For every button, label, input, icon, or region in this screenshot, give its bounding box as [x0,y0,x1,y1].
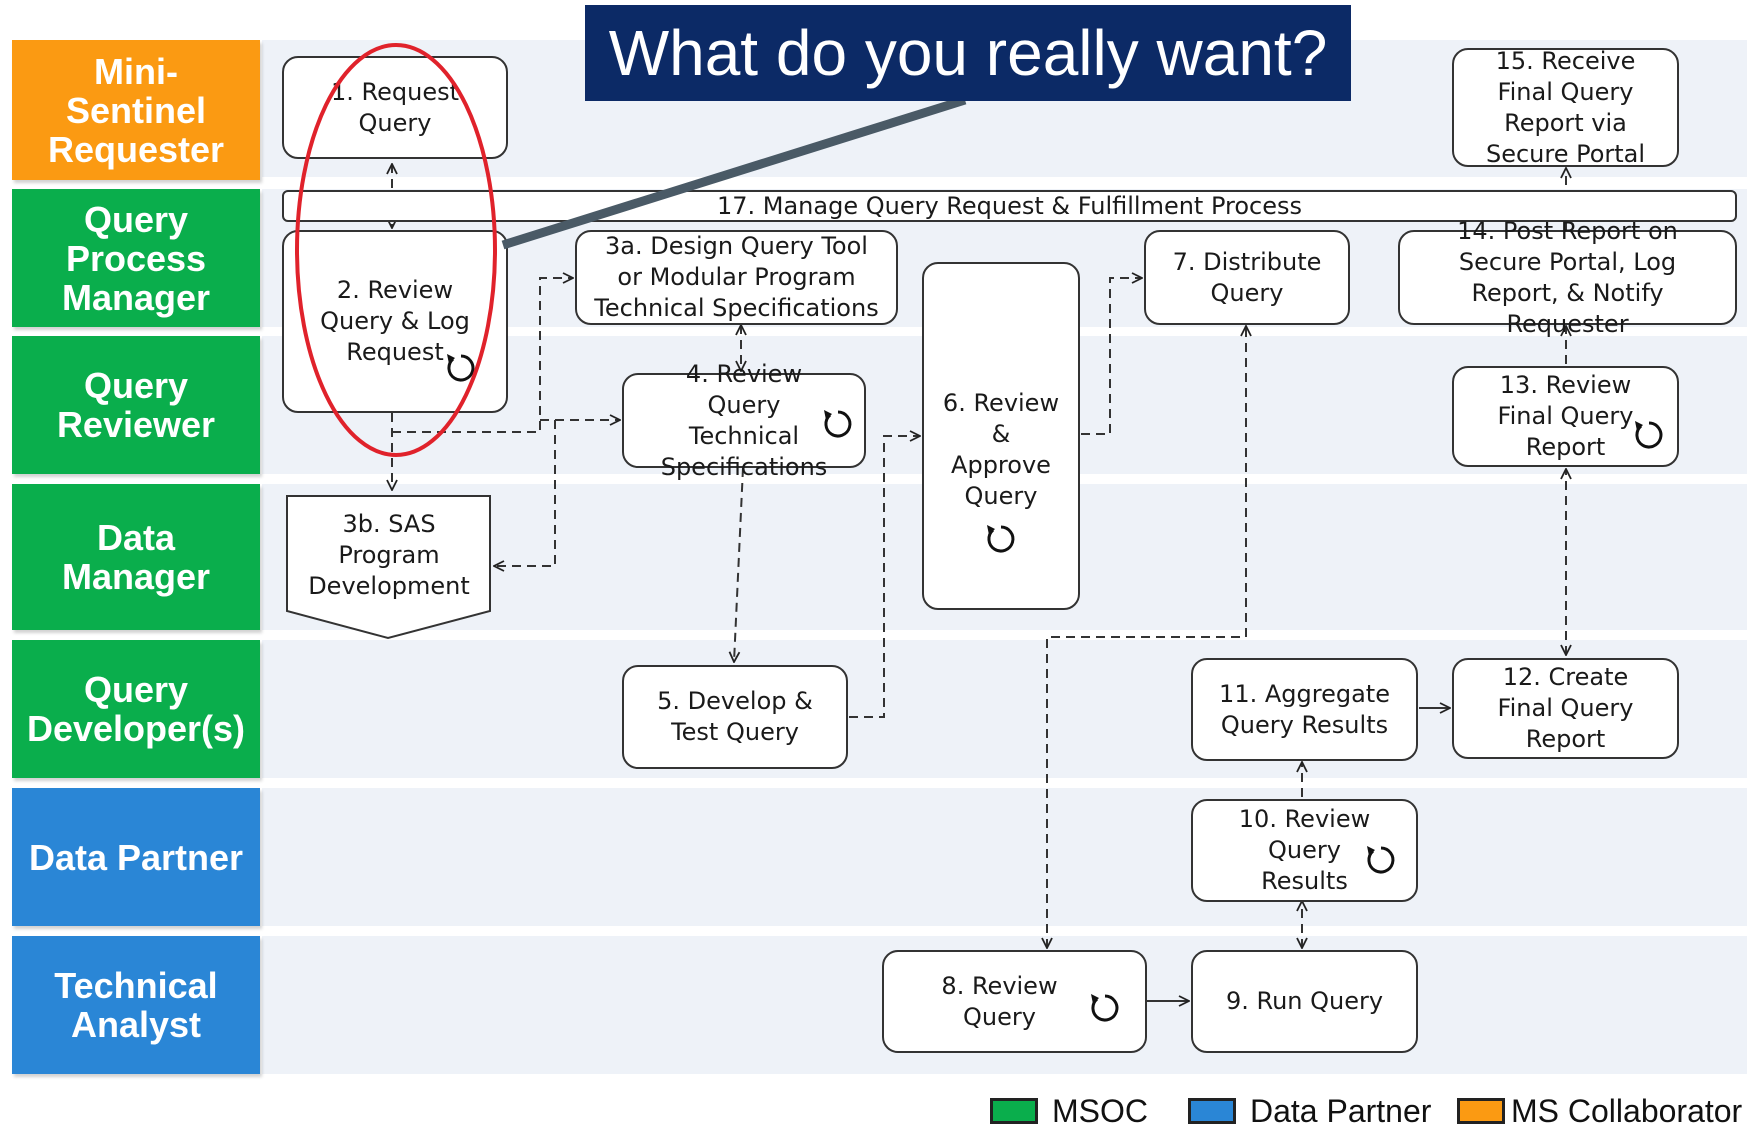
step-10-label: 10. Review Query Results [1238,805,1371,895]
connector-4-3b [494,420,556,566]
step-3a-label: 3a. Design Query Tool or Modular Program… [594,232,879,322]
loop-icon [447,354,475,382]
step-14-label: 14. Post Report on Secure Portal, Log Re… [1457,216,1678,338]
step-4-label: 4. Review Query Technical Specifications [660,359,828,481]
step-8-review-query[interactable]: 8. Review Query [882,950,1147,1053]
step-13-label: 13. Review Final Query Report [1497,371,1634,461]
step-3a-design-specs[interactable]: 3a. Design Query Tool or Modular Program… [575,230,898,325]
step-10-review-results[interactable]: 10. Review Query Results [1191,799,1418,902]
step-3b-label: 3b. SAS Program Development [308,509,470,600]
highlight-ellipse [295,43,497,457]
loop-icon [1091,994,1119,1022]
step-12-label: 12. Create Final Query Report [1497,663,1634,753]
loop-icon [824,410,852,438]
legend-swatch-data-partner [1188,1098,1236,1124]
step-7-label: 7. Distribute Query [1172,247,1322,307]
callout-pointer-line [501,95,967,250]
connector-2-3a [392,278,573,433]
step-1-request-query[interactable]: 1. Request Query [282,56,508,159]
step-11-label: 11. Aggregate Query Results [1219,679,1390,739]
step-7-distribute[interactable]: 7. Distribute Query [1144,230,1350,325]
connector-8-7 [1047,326,1246,948]
step-6-label: 6. Review & Approve Query [942,389,1060,510]
step-15-label: 15. Receive Final Query Report via Secur… [1485,46,1646,168]
lane-label-text: Data Partner [28,836,244,878]
step-9-run-query[interactable]: 9. Run Query [1191,950,1418,1053]
legend-item-data-partner: Data Partner [1188,1092,1432,1129]
step-15-receive-report[interactable]: 15. Receive Final Query Report via Secur… [1452,46,1679,168]
step-12-create-report[interactable]: 12. Create Final Query Report [1452,658,1679,759]
legend-item-ms-collaborator: MS Collaborator [1457,1092,1743,1129]
step-14-post-report[interactable]: 14. Post Report on Secure Portal, Log Re… [1398,217,1737,338]
step-5-label: 5. Develop & Test Query [657,687,813,746]
step-3b-sas-development[interactable]: 3b. SAS Program Development [296,500,482,610]
step-17-manage-process[interactable]: 17. Manage Query Request & Fulfillment P… [282,190,1737,222]
legend-label: MS Collaborator [1511,1092,1743,1129]
loop-icon [1635,421,1663,449]
legend-label: MSOC [1052,1092,1148,1129]
connector-5-6 [849,436,920,718]
step-11-aggregate[interactable]: 11. Aggregate Query Results [1191,658,1418,761]
loop-icon [1367,846,1395,874]
step-2-label: 2. Review Query & Log Request [320,276,470,366]
loop-icon [987,525,1015,553]
step-1-label: 1. Request Query [330,77,459,137]
step-13-review-report[interactable]: 13. Review Final Query Report [1452,366,1679,467]
connector-4-5 [734,467,744,662]
step-8-label: 8. Review Query [941,971,1058,1031]
step-9-label: 9. Run Query [1225,987,1384,1015]
step-17-label: 17. Manage Query Request & Fulfillment P… [716,191,1303,220]
legend-item-msoc: MSOC [990,1092,1148,1129]
legend-swatch-ms-collaborator [1457,1098,1505,1124]
lane-background-data-partner [262,788,1747,926]
legend-label: Data Partner [1250,1092,1432,1129]
callout-banner: What do you really want? [585,5,1351,101]
callout-text: What do you really want? [608,17,1328,89]
step-5-develop-test[interactable]: 5. Develop & Test Query [622,665,848,769]
lane-label-data-partner: Data Partner [12,788,260,926]
legend-swatch-msoc [990,1098,1038,1124]
